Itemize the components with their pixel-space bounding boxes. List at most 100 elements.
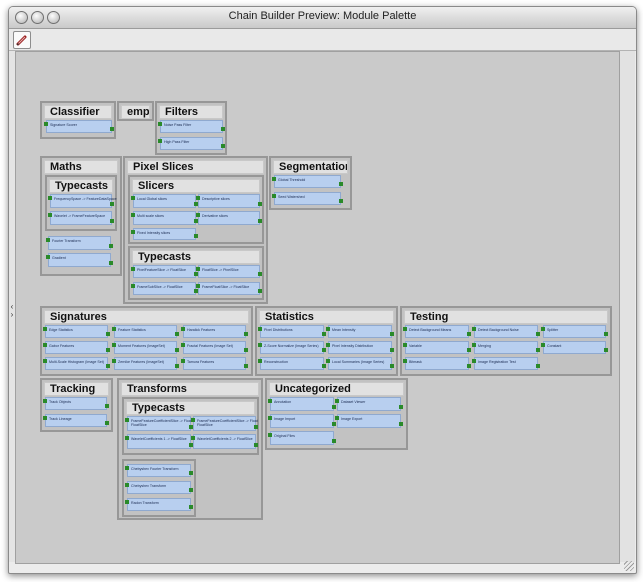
group-title: Typecasts: [126, 401, 255, 415]
module-descriptive-slices[interactable]: Descriptive slices: [196, 194, 262, 208]
module-fourier-transform[interactable]: Fourier Transform: [46, 236, 113, 250]
module-floatslice-pixelslice-cast[interactable]: FloatSlice -> PixelSlice: [196, 265, 262, 278]
group-title: Transforms: [121, 382, 259, 396]
module-fixed-intensity-slices[interactable]: Fixed Intensity slices: [131, 228, 198, 240]
group-empty[interactable]: empty: [117, 101, 154, 121]
group-title: Classifier: [44, 105, 112, 119]
module-seed-watershed[interactable]: Seed Watershed: [272, 192, 343, 205]
group-transforms-list[interactable]: Chebyshev Fourier Transform Chebyshev Tr…: [122, 459, 196, 517]
group-pixel-typecasts[interactable]: Typecasts PixelFeatureSlice -> FloatSlic…: [128, 246, 264, 300]
module-constant[interactable]: Constant: [541, 341, 608, 354]
module-multi-scale-histogram[interactable]: Multi-Scale Histogram (Image Set): [43, 357, 110, 370]
module-framefloatslice-cast[interactable]: FrameFloatSlice -> FloatSlice: [196, 282, 262, 295]
module-track-lineage[interactable]: Track Lineage: [43, 414, 109, 427]
module-pixelfeatureslice-cast[interactable]: PixelFeatureSlice -> FloatSlice: [131, 265, 198, 278]
group-title: Signatures: [44, 310, 249, 324]
module-wavelet-cast[interactable]: Wavelet -> FrameFeatureSpace: [48, 211, 114, 225]
module-framesubslice-cast[interactable]: FrameSubSlice -> FloatSlice: [131, 282, 198, 295]
module-chebyshev-fourier-transform[interactable]: Chebyshev Fourier Transform: [125, 464, 193, 477]
window-title: Chain Builder Preview: Module Palette: [228, 10, 417, 22]
group-signatures[interactable]: Signatures Edge Statistics Feature Stati…: [40, 306, 253, 376]
module-palette-canvas: Classifier Signature Scorer empty Filter…: [15, 51, 620, 564]
module-mean-intensity[interactable]: Mean Intensity: [326, 325, 394, 338]
group-title: Typecasts: [49, 179, 113, 193]
module-reconstruction[interactable]: Reconstruction: [258, 357, 326, 370]
module-tamura-features[interactable]: Tamura Features: [181, 357, 248, 370]
pen-tool-button[interactable]: [13, 31, 31, 49]
module-chebyshev-coefficient-cast[interactable]: FrameFeatureCoefficientSlice -> Float Fl…: [125, 416, 193, 431]
group-title: empty: [121, 105, 150, 119]
module-local-global-slices[interactable]: Local Global slices: [131, 194, 198, 208]
group-classifier[interactable]: Classifier Signature Scorer: [40, 101, 116, 139]
group-tracking[interactable]: Tracking Track Objects Track Lineage: [40, 378, 113, 432]
module-zernike-features[interactable]: Zernike Features (ImageSet): [112, 357, 179, 370]
module-detect-background-noise[interactable]: Detect Background Noise: [472, 325, 540, 338]
module-global-threshold[interactable]: Global Threshold: [272, 175, 343, 188]
group-maths-typecasts[interactable]: Typecasts FrequencySpace -> FeatureDataS…: [45, 175, 117, 231]
group-title: Testing: [404, 310, 608, 324]
group-uncategorized[interactable]: Uncategorized Annotation Dataset Viewer …: [265, 378, 408, 450]
group-title: Uncategorized: [269, 382, 404, 396]
module-noise-pass-filter[interactable]: Noise Pass Filter: [158, 120, 225, 133]
group-segmentation[interactable]: Segmentation Global Threshold Seed Water…: [269, 156, 352, 210]
module-gabor-features[interactable]: Gabor Features: [43, 341, 110, 354]
module-derivative-slices[interactable]: Derivative slices: [196, 211, 262, 225]
group-statistics[interactable]: Statistics Pixel Distributions Mean Inte…: [255, 306, 398, 376]
left-gutter: [9, 51, 15, 562]
module-wavelet-coefficients-1-cast[interactable]: WaveletCoefficients 1 -> FloatSlice: [125, 434, 193, 449]
module-haralick-features[interactable]: Haralick Features: [181, 325, 248, 338]
module-chebyshev-transform[interactable]: Chebyshev Transform: [125, 481, 193, 494]
module-edge-statistics[interactable]: Edge Statistics: [43, 325, 110, 338]
vertical-scrollbar[interactable]: [618, 51, 635, 562]
group-title: Maths: [44, 160, 118, 174]
module-pixel-distributions[interactable]: Pixel Distributions: [258, 325, 326, 338]
group-transforms[interactable]: Transforms Typecasts FrameFeatureCoeffic…: [117, 378, 263, 520]
module-local-summaries[interactable]: Local Summaries (Image Series): [326, 357, 394, 370]
module-gradient[interactable]: Gradient: [46, 253, 113, 267]
module-moment-features[interactable]: Moment Features (ImageSet): [112, 341, 179, 354]
module-variable[interactable]: Variable: [403, 341, 471, 354]
module-original-files[interactable]: Original Files: [268, 431, 336, 445]
group-title: Typecasts: [132, 250, 260, 264]
module-image-import[interactable]: Image Import: [268, 414, 336, 428]
group-slicers[interactable]: Slicers Local Global slices Descriptive …: [128, 175, 264, 244]
module-fractal-features[interactable]: Fractal Features (Image Set): [181, 341, 248, 354]
module-multi-scale-slices[interactable]: Multi scale slices: [131, 211, 198, 225]
close-window-button[interactable]: [15, 11, 28, 24]
module-image-export[interactable]: Image Export: [335, 414, 403, 428]
module-annotation[interactable]: Annotation: [268, 397, 336, 411]
module-pixel-intensity-distribution[interactable]: Pixel Intensity Distribution: [326, 341, 394, 354]
group-pixel-slices[interactable]: Pixel Slices Slicers Local Global slices…: [123, 156, 268, 304]
group-title: Segmentation: [273, 160, 348, 174]
pen-icon: [16, 35, 27, 46]
group-filters[interactable]: Filters Noise Pass Filter High Pass Filt…: [155, 101, 227, 155]
group-title: Statistics: [259, 310, 394, 324]
module-splitter[interactable]: Splitter: [541, 325, 608, 338]
module-z-score-normalize[interactable]: Z-Score Normalize (Image Series): [258, 341, 326, 354]
module-feature-statistics[interactable]: Feature Statistics: [112, 325, 179, 338]
group-transforms-typecasts[interactable]: Typecasts FrameFeatureCoefficientSlice -…: [122, 397, 259, 455]
module-dataset-viewer[interactable]: Dataset Viewer: [335, 397, 403, 411]
module-detect-background-means[interactable]: Detect Background Means: [403, 325, 471, 338]
toolbar: [9, 29, 636, 51]
zoom-window-button[interactable]: [47, 11, 60, 24]
title-bar[interactable]: Chain Builder Preview: Module Palette: [9, 7, 636, 29]
module-radon-transform[interactable]: Radon Transform: [125, 498, 193, 511]
module-image-registration-test[interactable]: Image Registration Test: [472, 357, 540, 370]
module-signature-scorer[interactable]: Signature Scorer: [44, 120, 114, 133]
group-title: Pixel Slices: [127, 160, 264, 174]
module-bitmask[interactable]: Bitmask: [403, 357, 471, 370]
group-title: Slicers: [132, 179, 260, 193]
resize-grip[interactable]: [624, 561, 634, 571]
module-fourier-coefficient-cast[interactable]: FrameFeatureCoefficientSlice -> Float Fl…: [191, 416, 258, 431]
module-frequencyspace-cast[interactable]: FrequencySpace -> FeatureDataSpace: [48, 194, 117, 208]
module-wavelet-coefficients-2-cast[interactable]: WaveletCoefficients 2 -> FloatSlice: [191, 434, 258, 449]
minimize-window-button[interactable]: [31, 11, 44, 24]
group-maths[interactable]: Maths Typecasts FrequencySpace -> Featur…: [40, 156, 122, 276]
module-track-objects[interactable]: Track Objects: [43, 397, 109, 410]
module-high-pass-filter[interactable]: High Pass Filter: [158, 137, 225, 150]
palette-window: Chain Builder Preview: Module Palette ‹›…: [8, 6, 637, 574]
group-testing[interactable]: Testing Detect Background Means Detect B…: [400, 306, 612, 376]
splitter-handle[interactable]: ‹›: [10, 302, 14, 319]
module-merging[interactable]: Merging: [472, 341, 540, 354]
